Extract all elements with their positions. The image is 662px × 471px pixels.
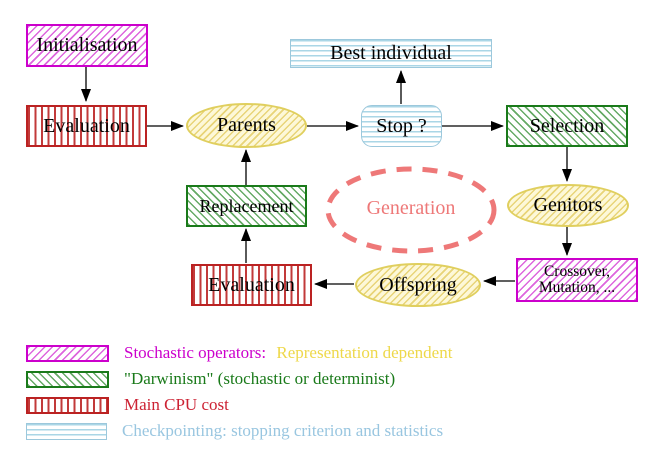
node-evaluation-top: Evaluation <box>26 105 147 147</box>
legend-label-checkpointing: Checkpointing: stopping criterion and st… <box>122 421 444 440</box>
node-parents: Parents <box>186 103 307 148</box>
node-evaluation-bottom: Evaluation <box>191 264 312 306</box>
node-selection: Selection <box>506 105 628 147</box>
legend-row-stochastic: Stochastic operators: Representation dep… <box>26 343 453 362</box>
node-stop: Stop ? <box>361 105 442 147</box>
node-best-individual: Best individual <box>290 39 492 68</box>
node-genitors-label: Genitors <box>533 194 603 216</box>
node-parents-label: Parents <box>217 114 276 136</box>
crossover-line2: Mutation, ... <box>538 279 616 296</box>
node-replacement: Replacement <box>186 185 307 227</box>
legend-row-darwinism: "Darwinism" (stochastic or determinist) <box>26 369 396 388</box>
magenta-diagonal-hatch-swatch-icon <box>26 344 109 362</box>
crossover-line1: Crossover, <box>543 262 611 280</box>
node-best-individual-label: Best individual <box>330 42 452 64</box>
legend-row-cpu-cost: Main CPU cost <box>26 395 229 414</box>
node-generation-label: Generation <box>366 197 456 219</box>
generation-dashed-ellipse <box>325 166 497 254</box>
legend-label-representation: Representation dependent <box>276 343 453 362</box>
node-crossover-mutation-label: Crossover, Mutation, ... <box>538 262 616 297</box>
node-initialisation-label: Initialisation <box>36 34 138 56</box>
node-offspring: Offspring <box>355 263 481 307</box>
node-initialisation: Initialisation <box>26 24 148 67</box>
node-evaluation-top-label: Evaluation <box>43 114 130 137</box>
node-replacement-label: Replacement <box>199 195 294 216</box>
legend-label-darwinism: "Darwinism" (stochastic or determinist) <box>124 369 396 388</box>
node-selection-label: Selection <box>529 114 605 137</box>
green-diagonal-hatch-swatch-icon <box>26 370 109 388</box>
node-genitors: Genitors <box>507 184 629 227</box>
node-crossover-mutation: Crossover, Mutation, ... <box>516 258 638 302</box>
legend-label-cpu-cost: Main CPU cost <box>124 395 229 414</box>
node-evaluation-bottom-label: Evaluation <box>208 273 295 296</box>
node-offspring-label: Offspring <box>379 273 457 296</box>
legend-row-checkpointing: Checkpointing: stopping criterion and st… <box>26 421 444 440</box>
legend-label-stochastic: Stochastic operators: <box>124 343 267 362</box>
cyan-horizontal-stripes-swatch-icon <box>26 422 107 440</box>
node-stop-label: Stop ? <box>376 114 427 137</box>
red-vertical-stripes-swatch-icon <box>26 396 109 414</box>
